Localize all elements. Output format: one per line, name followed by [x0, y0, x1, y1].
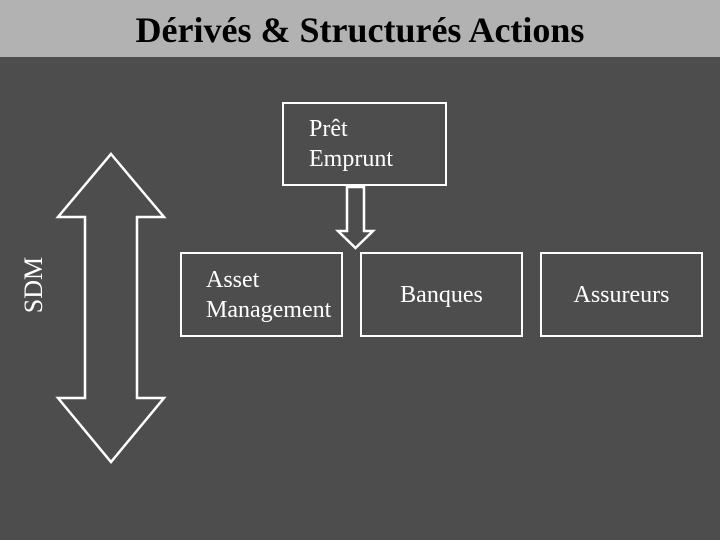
- assureurs-label: Assureurs: [573, 281, 670, 308]
- assureurs-box: Assureurs: [540, 252, 703, 337]
- asset-management-line2: Management: [206, 296, 332, 323]
- pret-emprunt-line1: Prêt: [309, 116, 348, 142]
- title-band: Dérivés & Structurés Actions: [0, 0, 720, 57]
- sdm-label: SDM: [19, 256, 48, 314]
- banques-box: Banques: [360, 252, 523, 337]
- down-arrow-icon: [334, 185, 377, 250]
- banques-label: Banques: [400, 281, 483, 308]
- pret-emprunt-line2: Emprunt: [309, 146, 393, 172]
- asset-management-box: Asset Management: [180, 252, 343, 337]
- double-vertical-arrow-icon: [55, 152, 167, 464]
- pret-emprunt-box: Prêt Emprunt: [282, 102, 447, 186]
- asset-management-line1: Asset: [206, 266, 260, 293]
- slide-title: Dérivés & Structurés Actions: [135, 9, 585, 50]
